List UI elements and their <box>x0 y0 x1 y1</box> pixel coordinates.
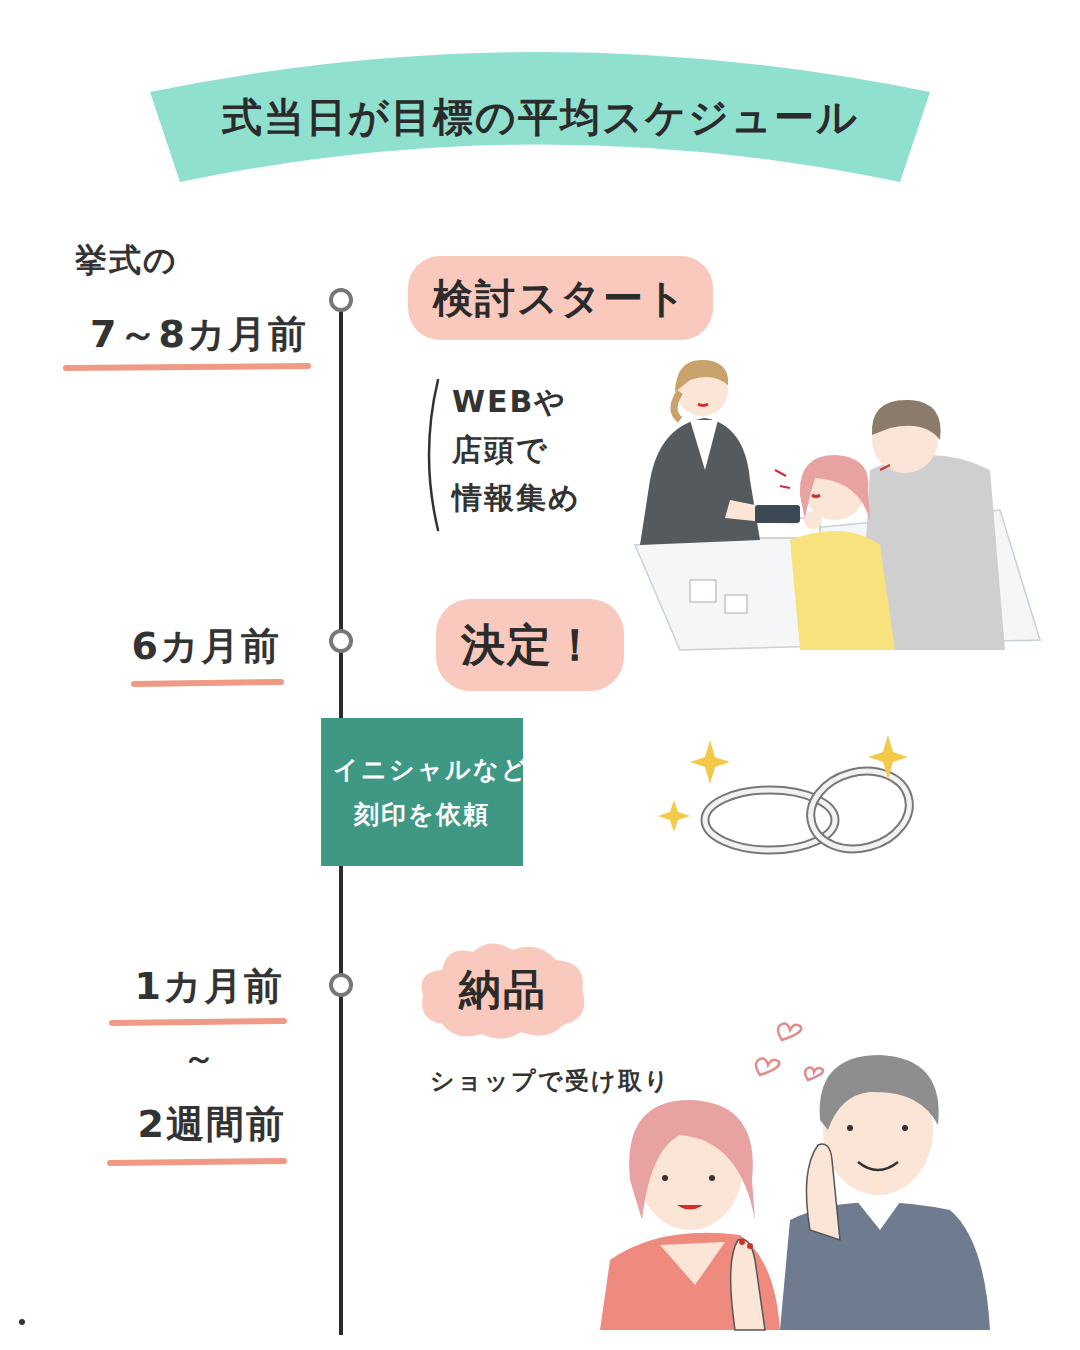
cloud-shape: 納品 <box>416 940 591 1040</box>
node-text: イニシャルなど 刻印を依頼 <box>333 747 511 837</box>
band-fill <box>150 52 930 182</box>
timeline-dot <box>331 290 351 995</box>
dot <box>19 1319 25 1325</box>
node-text: 式当日が目標の平均スケジュール <box>222 81 859 153</box>
time-label: 6カ月前 <box>132 622 281 671</box>
time-label: 1カ月前 <box>135 962 284 1011</box>
shop-illustration <box>635 360 1040 650</box>
note-text: ショップで受け取り <box>430 1066 671 1097</box>
time-label: 7～8カ月前 <box>90 310 308 359</box>
note-text: WEBや 店頭で 情報集め <box>452 378 592 522</box>
process-box: イニシャルなど 刻印を依頼 <box>321 718 523 866</box>
node-text: 納品 <box>459 952 547 1028</box>
time-label: 2週間前 <box>138 1100 286 1149</box>
cloud-fill <box>421 943 584 1038</box>
ring-illustration <box>658 735 918 860</box>
bracket <box>429 380 438 530</box>
time-label: 挙式の <box>75 240 178 282</box>
node-text: 検討スタート <box>433 262 688 334</box>
range-mark: ～ <box>183 1038 217 1080</box>
underline <box>66 366 308 1163</box>
step-pill: 検討スタート <box>408 256 713 340</box>
title-band: 式当日が目標の平均スケジュール <box>140 22 940 192</box>
node-text: 決定！ <box>461 605 599 684</box>
step-pill: 決定！ <box>436 599 624 690</box>
